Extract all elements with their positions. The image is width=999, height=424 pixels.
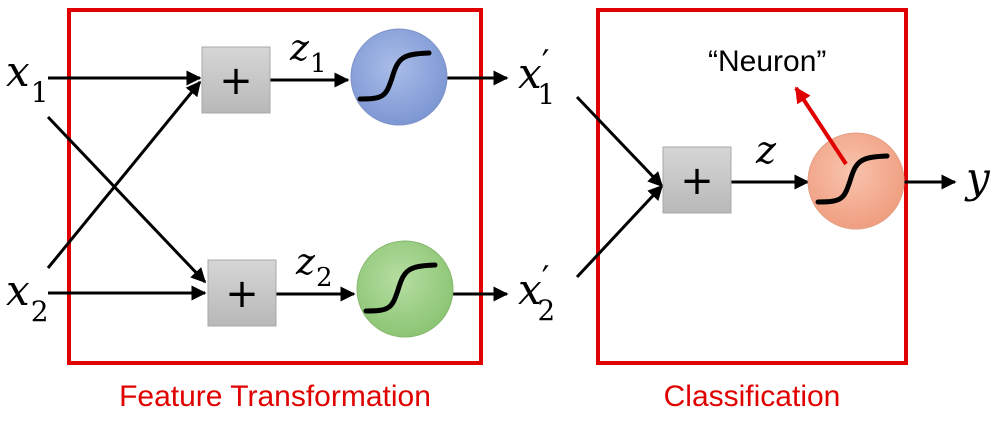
wire-x1-to-sum2: [46, 115, 207, 284]
neuron-callout-arrow: [794, 86, 848, 166]
feature-transformation-caption: Feature Transformation: [119, 380, 431, 413]
neuron-blue: [350, 28, 448, 126]
sigmoid-icon: [815, 153, 890, 205]
z1-label: z1: [289, 28, 327, 79]
input-x2-label: x2: [6, 266, 49, 328]
neuron-orange: [807, 132, 905, 230]
sum-symbol: +: [219, 58, 253, 104]
wire-x2p-to-sum3: [575, 184, 664, 279]
z-label: z: [755, 128, 777, 172]
sum-box-3: +: [662, 146, 732, 214]
classification-frame: [596, 8, 908, 365]
x1-prime-label: x′1: [518, 43, 555, 111]
wire-x2-to-sum1: [46, 80, 202, 269]
output-y-label: y: [964, 153, 991, 202]
z2-label: z2: [295, 242, 333, 293]
sum-box-1: +: [201, 46, 271, 114]
sum-symbol: +: [680, 158, 714, 204]
wire-x1p-to-sum3: [575, 95, 664, 188]
sigmoid-icon: [363, 262, 438, 314]
sum-symbol: +: [225, 271, 259, 317]
input-x1-label: x1: [6, 47, 49, 109]
sum-box-2: +: [207, 259, 277, 327]
classification-caption: Classification: [664, 380, 841, 413]
x2-prime-label: x′2: [518, 259, 555, 327]
sigmoid-icon: [357, 50, 432, 102]
neuron-label: “Neuron”: [708, 45, 826, 78]
feature-transformation-frame: [67, 8, 483, 365]
neuron-green: [356, 240, 454, 338]
